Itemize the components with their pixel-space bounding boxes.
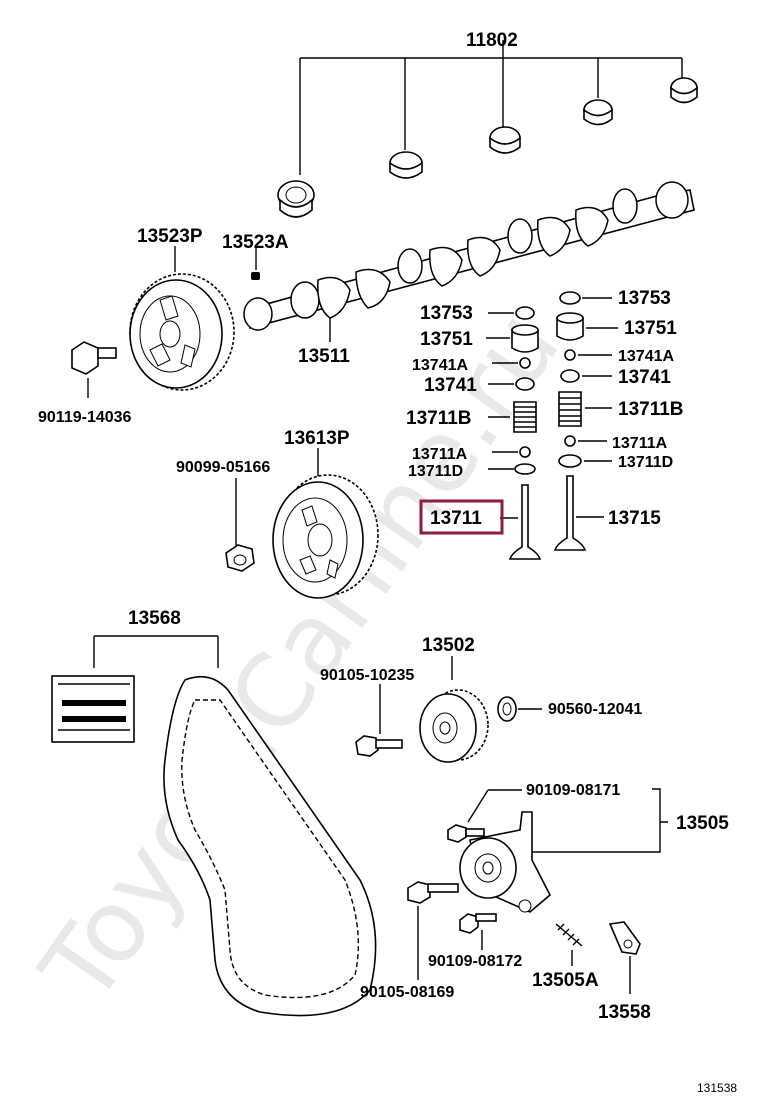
camshaft-13511: 13511 [243, 181, 695, 367]
exhaust-valve [553, 475, 587, 551]
nut-90099-05166: 90099-05166 [176, 459, 270, 572]
bearing-shell-2 [389, 151, 423, 179]
callout-13511[interactable]: 13511 [298, 346, 350, 367]
callout-90560-12041[interactable]: 90560-12041 [548, 701, 642, 718]
bolt-90109-08172: 90109-08172 [428, 913, 522, 970]
knock-pin-13523A: 13523A [222, 232, 289, 280]
highlight-box-13711 [419, 499, 504, 535]
bolt-90109-08171: 90109-08171 [447, 782, 620, 843]
timing-belt-13568: 13568 [51, 608, 377, 1017]
intake-valve [508, 484, 542, 560]
valve-spring-left [513, 401, 537, 433]
callout-13523P[interactable]: 13523P [137, 226, 203, 247]
idler-pulley-13502: 13502 [419, 635, 489, 763]
callout-13741A-right[interactable]: 13741A [618, 348, 674, 365]
callout-13711[interactable]: 13711 [430, 508, 482, 529]
bearing-group-11802: 11802 [277, 30, 698, 218]
callout-13741A-left[interactable]: 13741A [412, 357, 468, 374]
callout-13711B-left[interactable]: 13711B [406, 408, 472, 429]
bearing-shell-4 [583, 99, 613, 126]
crankshaft-pulley-13613P: 13613P [272, 428, 379, 599]
callout-13502[interactable]: 13502 [422, 635, 475, 656]
valve-train-intake: 13753 13751 13741A 13741 13711B 13711A 1… [406, 303, 542, 560]
callout-13715[interactable]: 13715 [608, 508, 661, 529]
callout-13751-left[interactable]: 13751 [420, 329, 473, 350]
bolt-90105-08169: 90105-08169 [360, 881, 459, 1001]
tensioner-13505: 13505 [459, 788, 729, 913]
bolt-90119-14036: 90119-14036 [38, 341, 132, 426]
valve-train-exhaust: 13753 13751 13741A 13741 13711B 13711A 1… [553, 288, 684, 551]
callout-13613P[interactable]: 13613P [284, 428, 350, 449]
callout-13558[interactable]: 13558 [598, 1002, 651, 1023]
callout-13523A[interactable]: 13523A [222, 232, 289, 253]
washer-90560-12041: 90560-12041 [497, 696, 642, 722]
stopper-13558: 13558 [598, 921, 651, 1023]
callout-13711B-right[interactable]: 13711B [618, 399, 684, 420]
callout-13753-left[interactable]: 13753 [420, 303, 473, 324]
callout-90109-08171[interactable]: 90109-08171 [526, 782, 620, 799]
bolt-90105-10235: 90105-10235 [320, 667, 414, 757]
callout-13711D-left[interactable]: 13711D [408, 463, 463, 480]
diagram-id: 131538 [697, 1081, 737, 1095]
spring-13505A: 13505A [532, 923, 599, 991]
valve-spring-right [558, 391, 582, 427]
callout-13711A-left[interactable]: 13711A [412, 446, 468, 463]
callout-13568[interactable]: 13568 [128, 608, 181, 629]
belt-box [51, 675, 135, 743]
callout-13505[interactable]: 13505 [676, 813, 729, 834]
callout-13711A-right[interactable]: 13711A [612, 435, 668, 452]
callout-13741-right[interactable]: 13741 [618, 367, 671, 388]
callout-90105-08169[interactable]: 90105-08169 [360, 984, 454, 1001]
callout-13711D-right[interactable]: 13711D [618, 454, 673, 471]
callout-90109-08172[interactable]: 90109-08172 [428, 953, 522, 970]
bearing-shell-5 [670, 77, 698, 104]
callout-11802[interactable]: 11802 [466, 30, 518, 51]
callout-13505A[interactable]: 13505A [532, 970, 599, 991]
callout-90099-05166[interactable]: 90099-05166 [176, 459, 270, 476]
callout-13753-right[interactable]: 13753 [618, 288, 671, 309]
callout-13751-right[interactable]: 13751 [624, 318, 677, 339]
callout-90119-14036[interactable]: 90119-14036 [38, 409, 132, 426]
bearing-shell-3 [489, 126, 521, 154]
callout-90105-10235[interactable]: 90105-10235 [320, 667, 414, 684]
camshaft-pulley-13523P: 13523P [129, 226, 235, 391]
callout-13741-left[interactable]: 13741 [424, 375, 477, 396]
bearing-shell-1 [277, 180, 315, 218]
